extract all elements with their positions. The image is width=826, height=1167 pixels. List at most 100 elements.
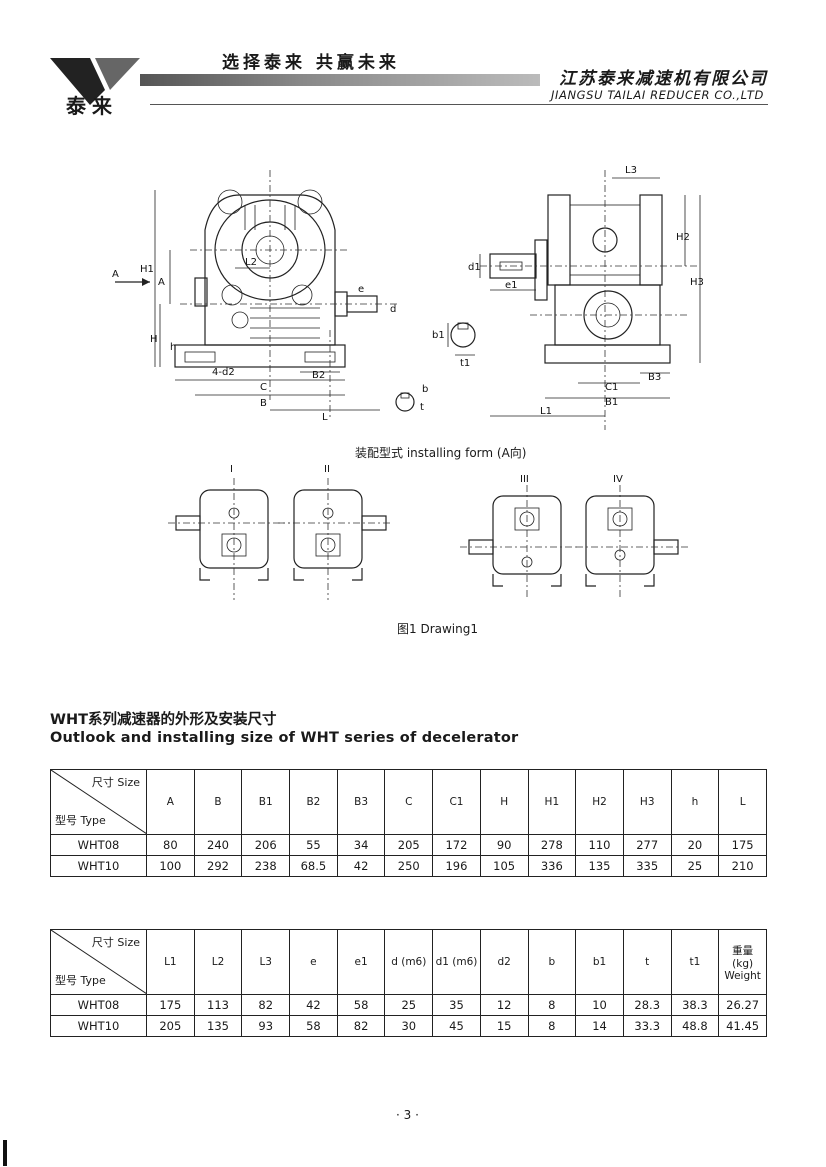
label-b1-key: b1 — [432, 330, 445, 341]
table-cell: 105 — [479, 855, 529, 877]
column-header: e1 — [336, 929, 386, 995]
label-c1: C1 — [605, 382, 618, 393]
technical-drawing: A H1 A H h L2 e d 4-d2 B2 C B L b t — [112, 165, 704, 600]
table-1-corner-cell: 尺寸 Size 型号 Type — [50, 769, 147, 835]
install-caption: 装配型式 installing form (A向) — [355, 446, 527, 460]
label-t: t — [420, 402, 424, 413]
label-c: C — [260, 382, 267, 393]
label-b2: B2 — [312, 370, 325, 381]
label-a: A — [158, 277, 165, 288]
column-header: e — [289, 929, 338, 995]
table-cell: 58 — [289, 1015, 338, 1037]
column-header: h — [670, 769, 720, 835]
table-cell: 335 — [622, 855, 672, 877]
table-cell: 82 — [336, 1015, 386, 1037]
table-cell: 206 — [241, 834, 291, 856]
install-form-i — [168, 478, 290, 600]
column-header: A — [146, 769, 195, 835]
table-cell: 135 — [575, 855, 624, 877]
label-a-arrow: A — [112, 269, 119, 280]
row-type-cell: WHT08 — [50, 834, 147, 856]
table-cell: 15 — [479, 1015, 529, 1037]
table-cell: 42 — [289, 994, 338, 1016]
table-cell: 26.27 — [718, 994, 767, 1016]
column-header: H3 — [622, 769, 672, 835]
size-label: 尺寸 Size — [91, 776, 140, 789]
label-t1: t1 — [460, 358, 470, 369]
row-type-cell: WHT08 — [50, 994, 147, 1016]
column-header: B3 — [336, 769, 386, 835]
column-header: d1 (m6) — [432, 929, 481, 995]
label-l1: L1 — [540, 406, 552, 417]
section-title-cn: WHT系列减速器的外形及安装尺寸 — [50, 712, 277, 728]
column-header: d2 — [479, 929, 529, 995]
form-ii-label: II — [324, 464, 330, 475]
column-header: H2 — [575, 769, 624, 835]
table-cell: 42 — [336, 855, 386, 877]
column-header: B1 — [241, 769, 291, 835]
row-type-cell: WHT10 — [50, 1015, 147, 1037]
label-b1: B1 — [605, 397, 618, 408]
company-name-en: JIANGSU TAILAI REDUCER CO.,LTD — [551, 88, 764, 102]
table-cell: 250 — [384, 855, 434, 877]
table-cell: 33.3 — [622, 1015, 672, 1037]
table-cell: 210 — [718, 855, 767, 877]
label-l2: L2 — [245, 257, 257, 268]
table-cell: 20 — [670, 834, 720, 856]
table-cell: 25 — [670, 855, 720, 877]
table-cell: 292 — [193, 855, 243, 877]
column-header: H — [479, 769, 529, 835]
logo-text: 泰来 — [66, 94, 118, 118]
label-e: e — [358, 284, 364, 295]
label-l3: L3 — [625, 165, 637, 176]
type-label: 型号 Type — [55, 814, 106, 827]
table-cell: 82 — [241, 994, 291, 1016]
diagonal-line — [51, 930, 147, 994]
table-cell: 55 — [289, 834, 338, 856]
table-cell: 100 — [146, 855, 195, 877]
label-e1: e1 — [505, 280, 518, 291]
form-i-label: I — [230, 464, 233, 475]
table-cell: 175 — [718, 834, 767, 856]
table-cell: 205 — [146, 1015, 195, 1037]
side-view — [447, 170, 701, 430]
column-header: b1 — [575, 929, 624, 995]
label-d1: d1 — [468, 262, 481, 273]
label-b3: B3 — [648, 372, 661, 383]
table-cell: 113 — [193, 994, 243, 1016]
column-header: L — [718, 769, 767, 835]
column-header: L3 — [241, 929, 291, 995]
table-cell: 93 — [241, 1015, 291, 1037]
column-header: C1 — [432, 769, 481, 835]
table-cell: 336 — [527, 855, 577, 877]
column-header: L2 — [193, 929, 243, 995]
table-cell: 34 — [336, 834, 386, 856]
label-b-key: b — [422, 384, 428, 395]
label-l: L — [322, 412, 328, 423]
table-cell: 45 — [432, 1015, 481, 1037]
label-h-small: h — [170, 342, 176, 353]
label-b: B — [260, 398, 267, 409]
table-cell: 135 — [193, 1015, 243, 1037]
table-cell: 8 — [527, 994, 577, 1016]
table-cell: 238 — [241, 855, 291, 877]
header-divider — [150, 104, 768, 105]
table-cell: 48.8 — [670, 1015, 720, 1037]
column-header: t1 — [670, 929, 720, 995]
row-type-cell: WHT10 — [50, 855, 147, 877]
table-cell: 205 — [384, 834, 434, 856]
scan-edge-mark — [3, 1140, 7, 1166]
size-label: 尺寸 Size — [91, 936, 140, 949]
column-header: t — [622, 929, 672, 995]
section-title-en: Outlook and installing size of WHT serie… — [50, 730, 519, 746]
table-cell: 172 — [432, 834, 481, 856]
table-cell: 10 — [575, 994, 624, 1016]
label-4-d2: 4-d2 — [212, 367, 235, 378]
label-h3: H3 — [690, 277, 704, 288]
install-form-iv — [576, 485, 690, 600]
drawing-caption: 图1 Drawing1 — [397, 622, 478, 636]
table-cell: 41.45 — [718, 1015, 767, 1037]
